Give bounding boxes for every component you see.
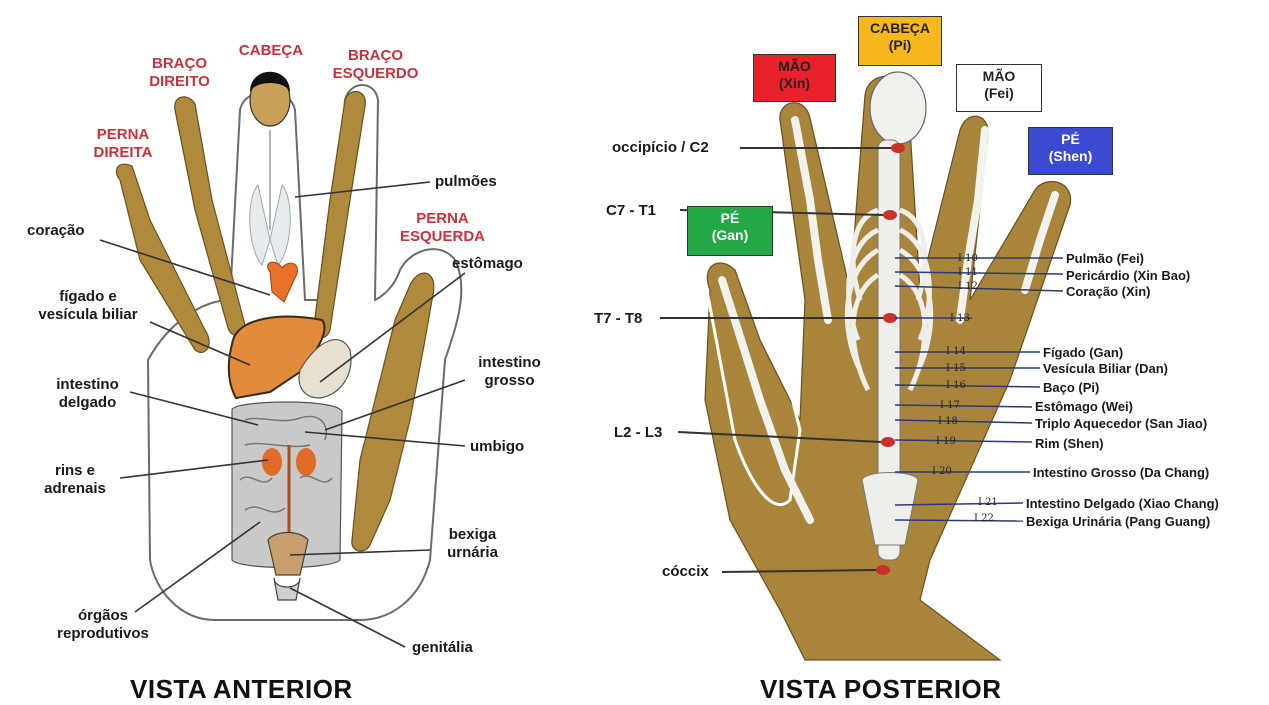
posterior-skull xyxy=(870,72,926,144)
label-coccix: cóccix xyxy=(662,563,709,581)
box-cabeca-pi: CABEÇA (Pi) xyxy=(858,16,942,66)
label-baco-pi: Baço (Pi) xyxy=(1043,380,1099,395)
point-i20: I 20 xyxy=(932,466,952,477)
box-mao-fei: MÃO (Fei) xyxy=(956,64,1042,112)
box-pe-gan: PÉ (Gan) xyxy=(687,206,773,256)
label-rins-line-1: rins e xyxy=(30,462,120,480)
label-figado-line-1: fígado e xyxy=(8,288,168,306)
point-i19: I 19 xyxy=(936,436,956,447)
label-estomago-anterior: estômago xyxy=(452,255,523,273)
label-orgaos-reprodutivos: órgãos reprodutivos xyxy=(38,607,168,643)
label-right-arm-line-2: DIREITO xyxy=(132,73,227,91)
box-mao-xin-line-2: (Xin) xyxy=(754,75,835,92)
anterior-bladder xyxy=(268,533,308,576)
label-figado-line-2: vesícula biliar xyxy=(8,306,168,324)
label-pericardio-xin-bao: Pericárdio (Xin Bao) xyxy=(1066,268,1190,283)
label-estomago-wei: Estômago (Wei) xyxy=(1035,399,1133,414)
label-right-arm-region: BRAÇO DIREITO xyxy=(132,55,227,91)
box-cabeca-pi-line-2: (Pi) xyxy=(859,37,941,54)
label-bexiga-pang-guang: Bexiga Urinária (Pang Guang) xyxy=(1026,514,1210,529)
point-i22: I 22 xyxy=(974,513,994,524)
label-vesicula-dan: Vesícula Biliar (Dan) xyxy=(1043,361,1168,376)
box-pe-gan-line-2: (Gan) xyxy=(688,227,772,244)
point-i18: I 18 xyxy=(938,416,958,427)
label-genitalia: genitália xyxy=(412,639,473,657)
label-intestino-grosso-anterior: intestino grosso xyxy=(462,354,557,390)
label-right-leg-line-1: PERNA xyxy=(78,126,168,144)
point-i17: I 17 xyxy=(940,400,960,411)
box-mao-xin: MÃO (Xin) xyxy=(753,54,836,102)
label-left-arm-line-1: BRAÇO xyxy=(318,47,433,65)
anterior-hand-illustration xyxy=(116,72,461,620)
point-i21: I 21 xyxy=(978,497,998,508)
label-bexiga-line-1: bexiga xyxy=(430,526,515,544)
point-i10: I 10 xyxy=(958,253,978,264)
label-rins: rins e adrenais xyxy=(30,462,120,498)
label-l2-l3: L2 - L3 xyxy=(614,424,662,442)
label-pulmao-fei: Pulmão (Fei) xyxy=(1066,251,1144,266)
label-int-delgado-line-1: intestino xyxy=(40,376,135,394)
label-t7-t8: T7 - T8 xyxy=(594,310,642,328)
label-left-arm-region: BRAÇO ESQUERDO xyxy=(318,47,433,83)
label-orgaos-line-2: reprodutivos xyxy=(38,625,168,643)
label-orgaos-line-1: órgãos xyxy=(38,607,168,625)
label-rins-line-2: adrenais xyxy=(30,480,120,498)
label-left-arm-line-2: ESQUERDO xyxy=(318,65,433,83)
label-right-leg-line-2: DIREITA xyxy=(78,144,168,162)
box-mao-xin-line-1: MÃO xyxy=(754,58,835,75)
label-c7-t1: C7 - T1 xyxy=(606,202,656,220)
label-right-arm-line-1: BRAÇO xyxy=(132,55,227,73)
point-i16: I 16 xyxy=(946,380,966,391)
label-head-region: CABEÇA xyxy=(226,42,316,60)
label-intestino-grosso-da-chang: Intestino Grosso (Da Chang) xyxy=(1033,465,1209,480)
label-umbigo: umbigo xyxy=(470,438,524,456)
anterior-head xyxy=(250,72,290,126)
point-i15: I 15 xyxy=(946,363,966,374)
point-i13: I 13 xyxy=(950,313,970,324)
box-pe-shen: PÉ (Shen) xyxy=(1028,127,1113,175)
box-pe-shen-line-1: PÉ xyxy=(1029,131,1112,148)
anterior-view-title: VISTA ANTERIOR xyxy=(130,674,353,705)
box-mao-fei-line-2: (Fei) xyxy=(957,85,1041,102)
label-int-grosso-line-2: grosso xyxy=(462,372,557,390)
box-pe-gan-line-1: PÉ xyxy=(688,210,772,227)
label-int-delgado-line-2: delgado xyxy=(40,394,135,412)
label-intestino-delgado-anterior: intestino delgado xyxy=(40,376,135,412)
label-figado-anterior: fígado e vesícula biliar xyxy=(8,288,168,324)
box-cabeca-pi-line-1: CABEÇA xyxy=(859,20,941,37)
posterior-view-title: VISTA POSTERIOR xyxy=(760,674,1002,705)
label-left-leg-line-2: ESQUERDA xyxy=(390,228,495,246)
label-coracao-anterior: coração xyxy=(27,222,85,240)
label-left-leg-region: PERNA ESQUERDA xyxy=(390,210,495,246)
label-bexiga-anterior: bexiga urnária xyxy=(430,526,515,562)
box-mao-fei-line-1: MÃO xyxy=(957,68,1041,85)
label-coracao-xin: Coração (Xin) xyxy=(1066,284,1151,299)
point-i14: I 14 xyxy=(946,346,966,357)
label-rim-shen: Rim (Shen) xyxy=(1035,436,1104,451)
label-occipicio-c2: occipício / C2 xyxy=(612,139,709,157)
label-figado-gan: Fígado (Gan) xyxy=(1043,345,1123,360)
label-pulmoes: pulmões xyxy=(435,173,497,191)
label-intestino-delgado-xiao-chang: Intestino Delgado (Xiao Chang) xyxy=(1026,496,1219,511)
box-pe-shen-line-2: (Shen) xyxy=(1029,148,1112,165)
point-i11: I 11 xyxy=(958,267,978,278)
label-right-leg-region: PERNA DIREITA xyxy=(78,126,168,162)
label-left-leg-line-1: PERNA xyxy=(390,210,495,228)
label-int-grosso-line-1: intestino xyxy=(462,354,557,372)
label-triplo-aquecedor: Triplo Aquecedor (San Jiao) xyxy=(1035,416,1207,431)
point-i12: I 12 xyxy=(958,281,978,292)
label-bexiga-line-2: urnária xyxy=(430,544,515,562)
